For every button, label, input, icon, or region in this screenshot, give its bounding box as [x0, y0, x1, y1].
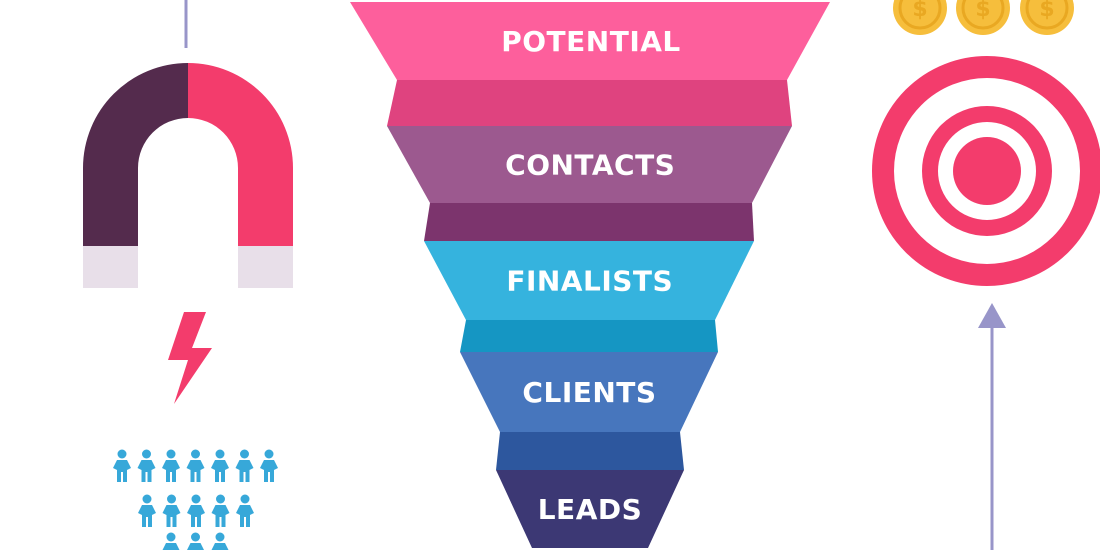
person-icon: [260, 449, 278, 482]
funnel-fold-3: [460, 320, 718, 352]
target-outer-ring: [872, 56, 1100, 286]
person-icon: [162, 532, 180, 550]
target-middle-ring: [922, 106, 1052, 236]
person-icon: [211, 494, 230, 527]
funnel-fold-1: [387, 80, 792, 126]
coin-icon: $: [1020, 0, 1074, 35]
magnet-icon: [83, 63, 293, 288]
people-crowd-icon: [113, 449, 278, 550]
lightning-bolt-icon: [168, 312, 212, 404]
coin-symbol: $: [975, 0, 990, 22]
coin-symbol: $: [912, 0, 927, 22]
person-icon: [211, 449, 229, 482]
person-icon: [113, 449, 131, 482]
coins-group: $ $ $: [893, 0, 1074, 35]
funnel-stage-leads: LEADS: [496, 470, 684, 548]
person-icon: [162, 494, 181, 527]
person-icon: [187, 494, 205, 527]
funnel-stage-label: CLIENTS: [522, 376, 656, 409]
coin-icon: $: [893, 0, 947, 35]
funnel-stage-label: CONTACTS: [505, 149, 675, 182]
person-icon: [162, 449, 180, 482]
coin-icon: $: [956, 0, 1010, 35]
person-icon: [236, 494, 254, 527]
funnel-band-finalists: [424, 241, 754, 320]
funnel-band-leads: [496, 470, 684, 548]
person-icon: [137, 449, 156, 482]
funnel-stage-label: LEADS: [538, 493, 643, 526]
funnel-stage-potential: POTENTIAL: [350, 2, 830, 80]
person-icon: [138, 494, 156, 527]
funnel-band-potential: [350, 2, 830, 80]
funnel-stage-clients: CLIENTS: [460, 352, 718, 432]
person-icon: [186, 449, 205, 482]
funnel-band-clients: [460, 352, 718, 432]
arrow-head: [978, 303, 1006, 328]
funnel-fold-2: [424, 203, 754, 241]
coin-symbol: $: [1039, 0, 1054, 22]
arrow-up-icon: [978, 303, 1006, 550]
funnel-stage-label: POTENTIAL: [501, 25, 681, 58]
funnel-fold-4: [496, 432, 684, 470]
person-icon: [187, 532, 204, 550]
magnet-right-tip: [238, 246, 293, 288]
magnet-left-tip: [83, 246, 138, 288]
magnet-left-half: [83, 63, 188, 246]
funnel: POTENTIAL CONTACTS FINALISTS CLIENTS LEADS: [350, 2, 830, 548]
funnel-band-contacts: [387, 126, 792, 203]
target-icon: [872, 56, 1100, 286]
funnel-stage-label: FINALISTS: [506, 265, 673, 298]
funnel-stage-finalists: FINALISTS: [424, 241, 754, 320]
person-icon: [235, 449, 254, 482]
funnel-stage-contacts: CONTACTS: [387, 126, 792, 203]
magnet-right-half: [188, 63, 293, 246]
target-center: [953, 137, 1021, 205]
person-icon: [211, 532, 229, 550]
